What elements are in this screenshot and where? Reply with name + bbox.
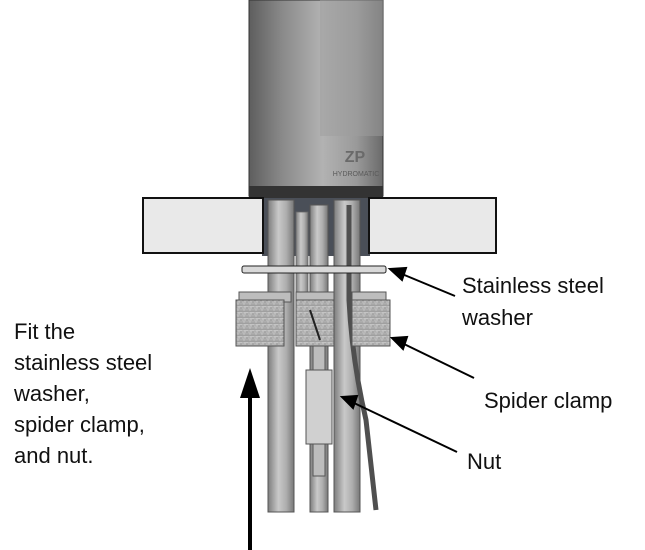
callout-washer-line1: Stainless steel: [462, 273, 604, 298]
nut-assembly: [305, 345, 333, 477]
callout-nut: Nut: [467, 449, 502, 474]
power-cable: [346, 205, 379, 511]
motor-logo: ZP: [345, 149, 366, 166]
instruction-line: Fit the: [14, 319, 76, 344]
base-plate-right: [368, 197, 497, 254]
callout-spider-clamp: Spider clamp: [484, 388, 613, 413]
motor-brand: HYDROMATIC: [333, 171, 380, 178]
callout-washer-line2: washer: [462, 305, 533, 330]
callout-washer: Stainless steel washer: [462, 270, 604, 334]
instruction-line: washer,: [14, 381, 90, 406]
instruction-line: spider clamp,: [14, 412, 145, 437]
instruction-line: and nut.: [14, 443, 94, 468]
upward-arrow-icon: [240, 368, 260, 550]
stainless-steel-washer: [241, 265, 387, 274]
leader-lines: [339, 266, 475, 453]
motor-body: ZP HYDROMATIC: [248, 0, 384, 200]
instruction-line: stainless steel: [14, 350, 153, 375]
spider-clamp: [235, 291, 391, 347]
base-plate-left: [142, 197, 264, 254]
instruction-text: Fit the stainless steel washer, spider c…: [14, 316, 152, 471]
